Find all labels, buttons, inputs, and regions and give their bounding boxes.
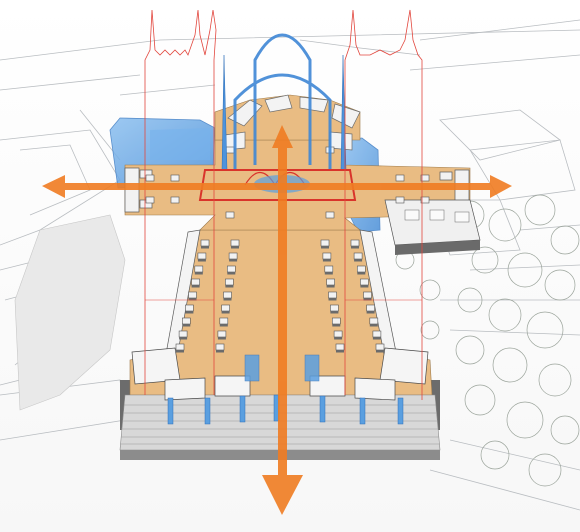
nave-pillar	[230, 239, 240, 247]
nave-pillar	[228, 252, 238, 260]
nave-pillar	[225, 278, 234, 286]
transept-pier	[145, 174, 155, 182]
nave-pillar-shadow	[182, 324, 191, 327]
nave-pillar	[194, 265, 204, 273]
nave-pillar-shadow	[324, 272, 333, 275]
nave-pillar	[215, 343, 225, 351]
transept-pier	[420, 174, 430, 182]
transept-pier	[225, 211, 235, 219]
nave-pillar-shadow	[326, 285, 335, 288]
nave-pillar-shadow	[334, 337, 343, 340]
nave-pillar	[185, 304, 194, 312]
nave-pillar-shadow	[201, 246, 209, 249]
nave-pillar	[356, 265, 366, 273]
nave-pillar-shadow	[191, 285, 200, 288]
nave-pillar-shadow	[229, 259, 238, 262]
nave-pillar	[227, 265, 236, 273]
nave-pillar	[335, 343, 345, 351]
nave-pillar	[350, 239, 360, 247]
nave-pillar-shadow	[231, 246, 239, 249]
nave-pillar-shadow	[357, 272, 366, 275]
nave-pillar-shadow	[179, 337, 188, 340]
nave-pillar	[191, 278, 200, 286]
nave-pillar	[353, 252, 363, 260]
nave-pillar-shadow	[194, 272, 203, 275]
nave-pillar-shadow	[330, 311, 339, 314]
nave-pillar	[182, 317, 191, 325]
nave-pillar	[223, 291, 232, 299]
nave-pillar-shadow	[176, 350, 184, 353]
nave-pillar	[375, 343, 385, 351]
nave-pillar	[217, 330, 227, 338]
nave-pillar	[369, 317, 379, 325]
nave-pillar	[178, 330, 188, 338]
nave-pillar	[333, 330, 343, 338]
nave-pillar-shadow	[185, 311, 194, 314]
ground-block	[14, 214, 126, 411]
nave-pillar-shadow	[376, 350, 384, 353]
nave-pillar-shadow	[321, 246, 329, 249]
nave-pillar	[326, 278, 335, 286]
nave-pillar	[363, 291, 372, 299]
transept-pier	[145, 196, 155, 204]
nave-pillar-shadow	[354, 259, 363, 262]
nave-pillar-shadow	[332, 324, 341, 327]
transept-pier	[395, 174, 405, 182]
nave-pillar-shadow	[372, 337, 381, 340]
transept-pier	[395, 196, 405, 204]
nave-pillar-shadow	[227, 272, 236, 275]
nave-pillar-shadow	[328, 298, 337, 301]
red-spire-outlines	[144, 9, 423, 400]
transept-pier	[420, 196, 430, 204]
nave-pillar	[331, 317, 341, 325]
nave-pillar-shadow	[322, 259, 331, 262]
transept-pier	[170, 174, 180, 182]
nave-pillar-shadow	[217, 337, 226, 340]
nave-pillar-shadow	[221, 311, 230, 314]
nave-pillar-shadow	[223, 298, 232, 301]
nave-pillar-shadow	[369, 324, 378, 327]
transept-pier	[170, 196, 180, 204]
nave-pillar-shadow	[197, 259, 206, 262]
nave-pillar	[322, 252, 332, 260]
tree-canopy	[395, 194, 580, 487]
transverse-axis-arrow	[42, 175, 512, 198]
nave-pillar-shadow	[336, 350, 344, 353]
nave-pillar	[320, 239, 330, 247]
nave-pillar	[330, 304, 339, 312]
transept-pier	[325, 211, 335, 219]
nave-pillar-shadow	[219, 324, 228, 327]
annex-building	[384, 199, 481, 255]
blue-arches	[233, 33, 332, 170]
nave-pillar	[197, 252, 207, 260]
nave-pillar	[200, 239, 210, 247]
nave-pillar	[372, 330, 382, 338]
nave-pillar	[219, 317, 229, 325]
nave-pillars	[145, 146, 430, 353]
nave-pillar-shadow	[351, 246, 359, 249]
nave-pillar	[360, 278, 369, 286]
nave-pillar-shadow	[216, 350, 224, 353]
nave-pillar	[324, 265, 334, 273]
nave-pillar-shadow	[225, 285, 234, 288]
nave-pillar-shadow	[366, 311, 375, 314]
nave-pillar	[221, 304, 230, 312]
nave-pillar	[328, 291, 337, 299]
transept-pier	[225, 146, 235, 154]
nave-pillar-shadow	[360, 285, 369, 288]
nave-pillar	[175, 343, 185, 351]
blue-portal-columns	[167, 354, 404, 425]
nave-pillar-shadow	[188, 298, 197, 301]
nave-pillar-shadow	[363, 298, 372, 301]
nave-pillar	[188, 291, 197, 299]
longitudinal-axis-arrow	[262, 125, 303, 515]
nave-pillar	[366, 304, 375, 312]
